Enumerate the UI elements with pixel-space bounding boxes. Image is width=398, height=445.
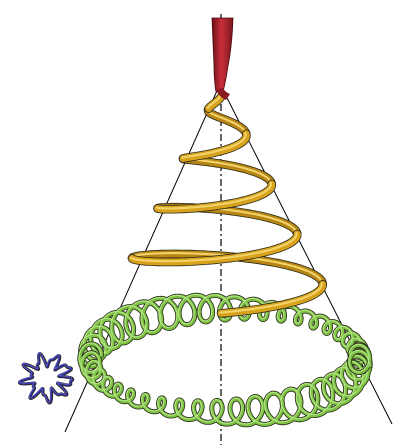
coil-run-1-outline: [80, 344, 370, 425]
red-tip: [212, 18, 233, 100]
blue-tangle: [19, 353, 73, 403]
conical-helix-front: [131, 96, 322, 313]
coiled-coil-back: [80, 294, 367, 366]
coiled-coil-front: [79, 343, 370, 425]
helix-run-3: [183, 159, 272, 184]
helix-run-1: [208, 109, 246, 134]
